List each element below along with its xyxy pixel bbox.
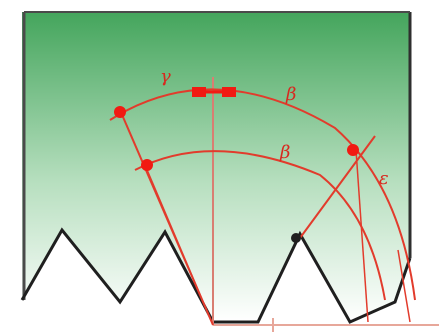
outer-arc [109, 88, 416, 301]
label-gamma: γ [160, 66, 171, 87]
radial-line-right [299, 135, 376, 239]
label-epsilon: ε [379, 168, 389, 189]
inner-arc [134, 150, 386, 301]
tooth-profile-outline [20, 227, 412, 324]
label-beta-outer: β [285, 84, 296, 105]
angle-ray-1 [355, 149, 369, 323]
node-left-inner [141, 159, 153, 171]
node-tooth-tip [291, 233, 301, 243]
node-left-outer [114, 106, 126, 118]
profile-body [22, 12, 410, 322]
radial-line-left-inner [144, 164, 214, 326]
label-beta-inner: β [279, 142, 290, 163]
node-right [347, 144, 359, 156]
angle-ray-2 [397, 249, 411, 323]
